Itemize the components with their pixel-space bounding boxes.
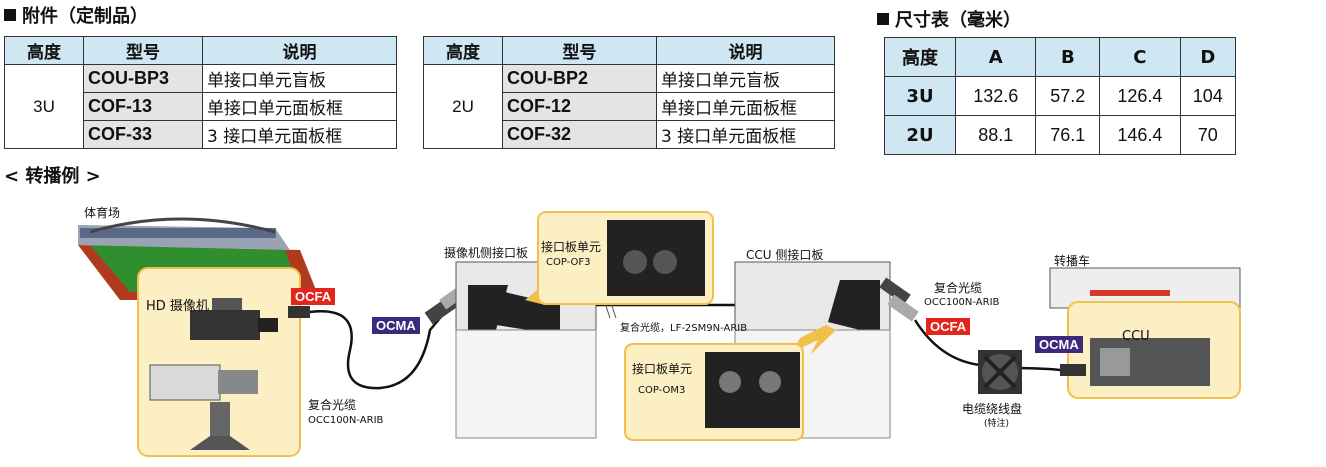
- dimensions-table: 高度 A B C D 3U 132.6 57.2 126.4 104 2U 88…: [884, 37, 1237, 155]
- camera-side-panel-label: 摄像机侧接口板: [444, 246, 529, 260]
- studio-camera-icon: [149, 364, 258, 450]
- height-cell: 2U: [423, 64, 503, 149]
- value-cell: 126.4: [1099, 76, 1181, 116]
- col-header-c: C: [1099, 37, 1181, 77]
- unit-top-label: 接口板单元: [541, 240, 602, 254]
- middle-cable-label: 复合光缆，LF-2SM9N-ARIB: [620, 323, 748, 334]
- value-cell: 70: [1179, 115, 1237, 155]
- stadium-label: 体育场: [84, 206, 121, 220]
- table-row: 3U 132.6 57.2 126.4 104: [884, 76, 1237, 116]
- row-header: 2U: [884, 115, 956, 155]
- table-row: COF-32 3 接口单元面板框: [424, 120, 835, 149]
- cable-left-label: 复合光缆: [308, 398, 357, 412]
- col-header-model: 型号: [83, 36, 203, 65]
- table-row: COF-12 单接口单元面板框: [424, 92, 835, 121]
- unit-bottom-label: 接口板单元: [632, 362, 693, 376]
- accessories-title: 附件（定制品）: [22, 6, 148, 27]
- accessories-table-3u: 高度 型号 说明 3U COU-BP3 单接口单元盲板 COF-13 单接口单元…: [4, 36, 397, 149]
- ob-van-label: 转播车: [1054, 254, 1091, 268]
- value-cell: 88.1: [954, 115, 1037, 155]
- camera-label: HD 摄像机: [146, 299, 209, 314]
- connector-cluster-icon: [879, 277, 919, 322]
- model-cell: COF-13: [83, 92, 203, 121]
- arrow-icon: [792, 325, 836, 355]
- model-cell: COU-BP3: [83, 64, 203, 93]
- desc-cell: 单接口单元盲板: [656, 64, 835, 93]
- desc-cell: 单接口单元盲板: [202, 64, 397, 93]
- dimensions-heading: 尺寸表（毫米）: [877, 6, 1021, 32]
- ccu-side-panel-label: CCU 侧接口板: [746, 248, 824, 262]
- connector-icon: [288, 306, 310, 318]
- col-header-height: 高度: [884, 37, 956, 77]
- col-header-height: 高度: [423, 36, 503, 65]
- col-header-desc: 说明: [656, 36, 835, 65]
- broadcast-diagram: [78, 211, 1241, 457]
- col-header-model: 型号: [502, 36, 657, 65]
- accessories-table-2u: 高度 型号 说明 2U COU-BP2 单接口单元盲板 COF-12 单接口单元…: [423, 36, 835, 149]
- value-cell: 146.4: [1099, 115, 1181, 155]
- accessories-heading: 附件（定制品）: [4, 2, 148, 28]
- desc-cell: 单接口单元面板框: [202, 92, 397, 121]
- dimensions-title: 尺寸表（毫米）: [895, 10, 1021, 31]
- value-cell: 132.6: [954, 76, 1037, 116]
- interface-unit-icon: [705, 352, 800, 428]
- reel-label: 电缆绕线盘: [962, 402, 1023, 416]
- square-bullet-icon: [877, 13, 889, 25]
- ccu-label: CCU: [1122, 329, 1150, 344]
- cable-reel-icon: [978, 350, 1022, 394]
- row-header: 3U: [884, 76, 956, 116]
- table-row: COF-13 单接口单元面板框: [5, 92, 397, 121]
- col-header-height: 高度: [4, 36, 84, 65]
- model-cell: COF-32: [502, 120, 657, 149]
- col-header-a: A: [954, 37, 1037, 77]
- desc-cell: 3 接口单元面板框: [656, 120, 835, 149]
- table-row: COF-33 3 接口单元面板框: [5, 120, 397, 149]
- height-cell: 3U: [4, 64, 84, 149]
- cable-line: [309, 299, 456, 390]
- model-cell: COF-12: [502, 92, 657, 121]
- col-header-b: B: [1035, 37, 1101, 77]
- col-header-d: D: [1179, 37, 1237, 77]
- desc-cell: 3 接口单元面板框: [202, 120, 397, 149]
- unit-bottom-model: COP-OM3: [638, 385, 686, 396]
- square-bullet-icon: [4, 9, 16, 21]
- connector-icon: [1060, 364, 1086, 376]
- col-header-desc: 说明: [202, 36, 397, 65]
- table-row: 2U 88.1 76.1 146.4 70: [884, 115, 1237, 155]
- table-row: 2U COU-BP2 单接口单元盲板: [423, 64, 835, 149]
- unit-top-model: COP-OF3: [546, 257, 591, 268]
- ocfa-tag-right: OCFA: [926, 318, 971, 335]
- ocma-tag-left: OCMA: [372, 317, 420, 334]
- desc-cell: 单接口单元面板框: [656, 92, 835, 121]
- value-cell: 76.1: [1035, 115, 1101, 155]
- model-cell: COU-BP2: [502, 64, 657, 93]
- value-cell: 57.2: [1035, 76, 1101, 116]
- reel-note: (特注): [984, 419, 1010, 429]
- example-title: < 转播例 >: [4, 166, 101, 187]
- value-cell: 104: [1179, 76, 1237, 116]
- hd-camera-icon: [190, 298, 278, 340]
- cable-left-model: OCC100N-ARIB: [308, 415, 384, 426]
- model-cell: COF-33: [83, 120, 203, 149]
- ocfa-tag-left: OCFA: [291, 288, 336, 305]
- table-row: 3U COU-BP3 单接口单元盲板: [4, 64, 397, 149]
- cable-right-label: 复合光缆: [934, 281, 983, 295]
- cable-right-model: OCC100N-ARIB: [924, 297, 1000, 308]
- ocma-tag-right: OCMA: [1035, 336, 1083, 353]
